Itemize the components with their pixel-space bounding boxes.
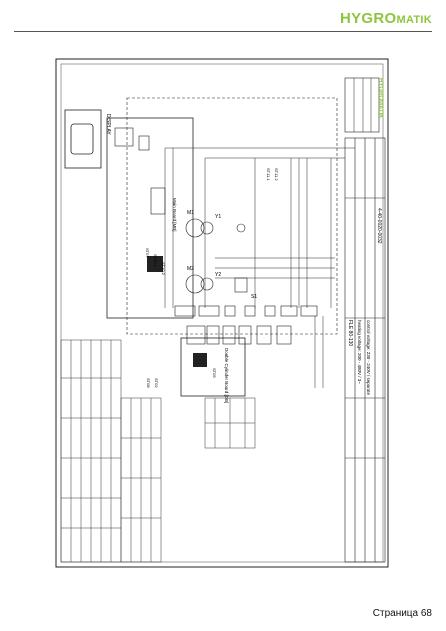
- title-block-line2: control voltage: 230 - 240V / separate: [366, 320, 371, 396]
- valve-y2-label: Y2: [215, 272, 221, 278]
- connector-st02: ST02: [154, 378, 159, 388]
- connector-st07: ST07: [145, 248, 150, 258]
- title-block-model: FLE 80-130: [347, 320, 353, 346]
- connector-st11-1: ST11.1: [266, 168, 271, 181]
- motor-m2-label: M2: [187, 266, 194, 272]
- motor-m1-label: M1: [187, 210, 194, 216]
- valve-y1-label: Y1: [215, 214, 221, 220]
- page-number: Страница 68: [372, 608, 432, 619]
- header-divider: [14, 31, 432, 32]
- double-cylinder-label: Double Cylinder Board [DB]: [224, 348, 229, 403]
- title-block-drawing-no: 4-40-0020-0032: [376, 208, 382, 244]
- connector-st11-2: ST11.2: [274, 168, 279, 181]
- title-block-line1: heating voltage: 200 - 480V / 3~: [357, 320, 362, 384]
- connector-st08: ST08: [146, 378, 151, 388]
- logo: HYGROMATIK: [339, 10, 432, 27]
- switch-s1-label: S1: [251, 294, 257, 300]
- connector-st09: ST09: [212, 368, 217, 378]
- connector-st10-1: ST10.1: [153, 254, 158, 268]
- connector-st10-2: ST10.2: [161, 262, 166, 276]
- wiring-diagram: DISPLAY Main Board [MB] Double Cylinder …: [55, 58, 395, 578]
- display-label: DISPLAY: [105, 114, 111, 135]
- title-block-brand: HYGROMATIK: [377, 78, 383, 119]
- main-board-label: Main Board [MB]: [172, 198, 177, 232]
